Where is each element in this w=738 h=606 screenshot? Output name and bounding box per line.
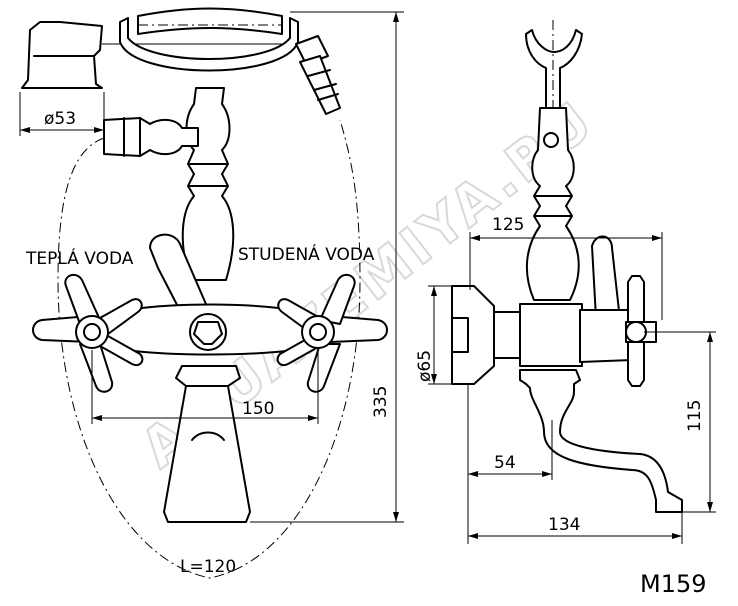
shower-cradle xyxy=(119,17,299,72)
shower-handle-grip xyxy=(137,7,283,35)
model-code: M159 xyxy=(640,570,707,598)
dim-side-spout-reach: 134 xyxy=(548,515,580,535)
dim-hose-length: L=120 xyxy=(180,557,236,577)
hose-loop xyxy=(57,119,361,579)
central-column xyxy=(181,87,235,281)
label-hot-water: TEPLÁ VODA xyxy=(25,247,134,269)
dim-valve-spacing: 150 xyxy=(242,399,274,419)
dim-side-spout-height: 115 xyxy=(685,400,705,432)
dim-side-diameter: ø65 xyxy=(415,350,435,382)
right-tap-handle xyxy=(276,273,388,393)
dim-side-spout-offset: 54 xyxy=(494,453,516,473)
side-lever xyxy=(591,235,621,321)
side-view xyxy=(428,20,716,544)
side-cross-handle xyxy=(625,275,657,387)
mixer-base xyxy=(163,365,251,523)
side-column xyxy=(525,107,580,301)
side-hook xyxy=(525,29,583,109)
label-cold-water: STUDENÁ VODA xyxy=(238,243,375,265)
front-view xyxy=(19,7,404,579)
dim-side-depth: 125 xyxy=(492,215,524,235)
left-tap-handle xyxy=(32,273,144,393)
dim-total-height: 335 xyxy=(371,386,391,418)
dim-hose-diameter: ø53 xyxy=(44,109,76,129)
side-spout xyxy=(519,369,683,513)
diverter-knob xyxy=(103,117,199,157)
